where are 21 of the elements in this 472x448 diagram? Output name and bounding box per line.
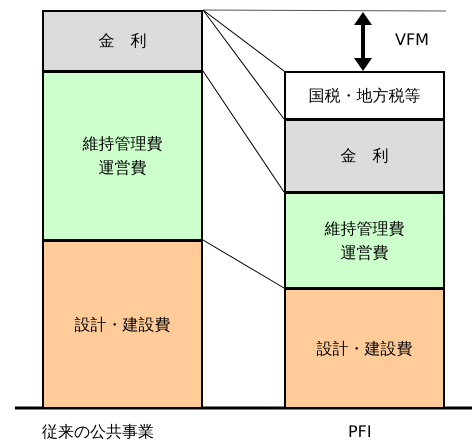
connector-line [202,10,284,120]
cost-segment [284,288,445,409]
segment-label: 維持管理費運営費 [81,133,164,179]
connector-line [202,70,284,192]
segment-label: 国税・地方税等 [308,84,420,106]
segment-label: 金 利 [340,145,388,167]
segment-label: 維持管理費運営費 [323,218,406,264]
segment-label: 設計・建設費 [316,338,412,360]
connector-line [202,240,284,288]
cost-segment [284,192,445,289]
axis-label: 従来の公共事業 [42,422,154,443]
dimension-label: VFM [395,30,429,49]
cost-segment [284,71,445,120]
cost-segment [284,119,445,193]
connector-line [202,10,284,72]
cost-segment [42,71,203,241]
axis-label: PFI [348,422,372,441]
segment-label: 金 利 [98,30,146,52]
segment-label: 設計・建設費 [74,314,170,336]
cost-segment [42,240,203,409]
cost-segment [42,10,203,72]
